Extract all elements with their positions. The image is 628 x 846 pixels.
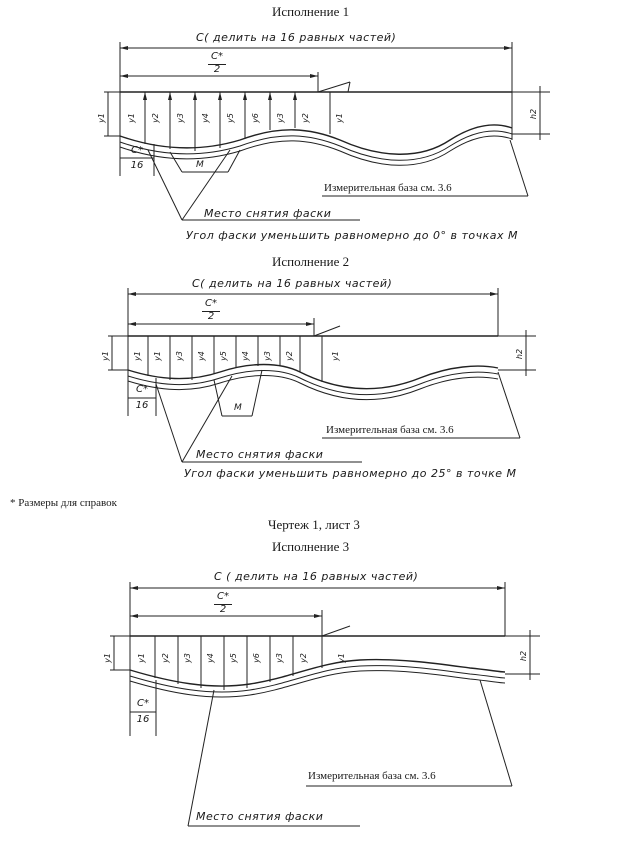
variant3-y-label-3: y4 [206,653,215,664]
variant3-half-bar [214,604,232,605]
variant3-y-label-5: y6 [252,653,261,664]
variant2-half-bar [202,311,220,312]
variant2-chamfer-place: Место снятия фаски [196,448,324,461]
variant1-h2-label: h2 [529,109,538,119]
variant1-y-label-1: y2 [151,113,160,124]
variant2-y-label-7: y2 [285,351,294,362]
variant3-chamfer-place: Место снятия фаски [196,810,324,823]
variant2-sixteenth-num: C* [136,384,148,395]
variant1-y-label-7: y2 [301,113,310,124]
variant3-y-label-6: y3 [275,653,284,664]
variant3-y-label-4: y5 [229,653,238,664]
variant3-sixteenth-num: C* [137,698,149,709]
variant1-chamfer-angle: Угол фаски уменьшить равномерно до 0° в … [186,229,518,242]
variant2-y-label-1: y1 [153,351,162,362]
variant3-y-left-label: y1 [103,653,112,664]
variant1-y-label-2: y3 [176,113,185,124]
variant1-title: Исполнение 1 [272,4,350,19]
variant2-chamfer-angle: Угол фаски уменьшить равномерно до 25° в… [184,467,517,480]
variant3-half-den: 2 [219,604,227,615]
variant1-geometry [104,42,550,221]
variant3-sixteenth-den: 16 [136,714,150,725]
variant2-geometry [108,288,536,463]
variant2-sixteenth-den: 16 [135,400,149,411]
variant1-point-m: M [196,160,204,170]
variant2-h2-label: h2 [515,349,524,359]
variant2-y-label-0: y1 [133,351,142,362]
sheet-label: Чертеж 1, лист 3 [268,517,360,532]
variant1-y-label-6: y3 [276,113,285,124]
y-labels: y1 y1 y2 y3 y4 y5 y6 y3 y2 y1 h2 y1 y1 y1 y3 y4 y5 y4 y3 y2… [97,109,538,664]
variant3-dim-c: C ( делить на 16 равных частей) [214,570,419,583]
variant1-base-note: Измерительная база см. 3.6 [324,182,452,194]
variant2-y-label-6: y3 [263,351,272,362]
variant3-y-label-8: y1 [337,653,346,664]
variant3-h2-label: h2 [519,651,528,661]
variant3-half-num: C* [217,591,229,602]
variant3-y-label-2: y3 [183,653,192,664]
variant1-y-label-8: y1 [335,113,344,124]
variant2-y-label-8: y1 [331,351,340,362]
variant1-y-label-4: y5 [226,113,235,124]
variant2-dim-c: C( делить на 16 равных частей) [192,277,393,290]
variant1-dim-c: C( делить на 16 равных частей) [196,31,397,44]
variant1-chamfer-place: Место снятия фаски [204,207,332,220]
variant1-half-den: 2 [213,64,221,75]
variant2-title: Исполнение 2 [272,254,350,269]
variant1-sixteenth-den: 16 [130,160,144,171]
variant2-half-den: 2 [207,311,215,322]
variant2-point-m: M [234,403,242,413]
variant1-half-num: C* [211,51,223,62]
variant1-y-label-3: y4 [201,113,210,124]
variant3-y-label-7: y2 [299,653,308,664]
variant2-y-label-5: y4 [241,351,250,362]
variant1-y-left-label: y1 [97,113,106,124]
variant2-half-num: C* [205,298,217,309]
variant2-y-label-2: y3 [175,351,184,362]
variant1-y-label-0: y1 [127,113,136,124]
variant3-title: Исполнение 3 [272,539,350,554]
variant3-base-note: Измерительная база см. 3.6 [308,770,436,782]
reference-note: * Размеры для справок [10,497,117,509]
variant2-y-label-3: y4 [197,351,206,362]
variant3-geometry [110,582,540,827]
variant3-y-label-0: y1 [137,653,146,664]
variant3-y-label-1: y2 [161,653,170,664]
variant2-y-label-4: y5 [219,351,228,362]
variant1-sixteenth-num: C* [131,145,143,156]
variant2-y-left-label: y1 [101,351,110,362]
variant2-base-note: Измерительная база см. 3.6 [326,424,454,436]
variant1-y-label-5: y6 [251,113,260,124]
variant1-half-bar [208,64,226,65]
